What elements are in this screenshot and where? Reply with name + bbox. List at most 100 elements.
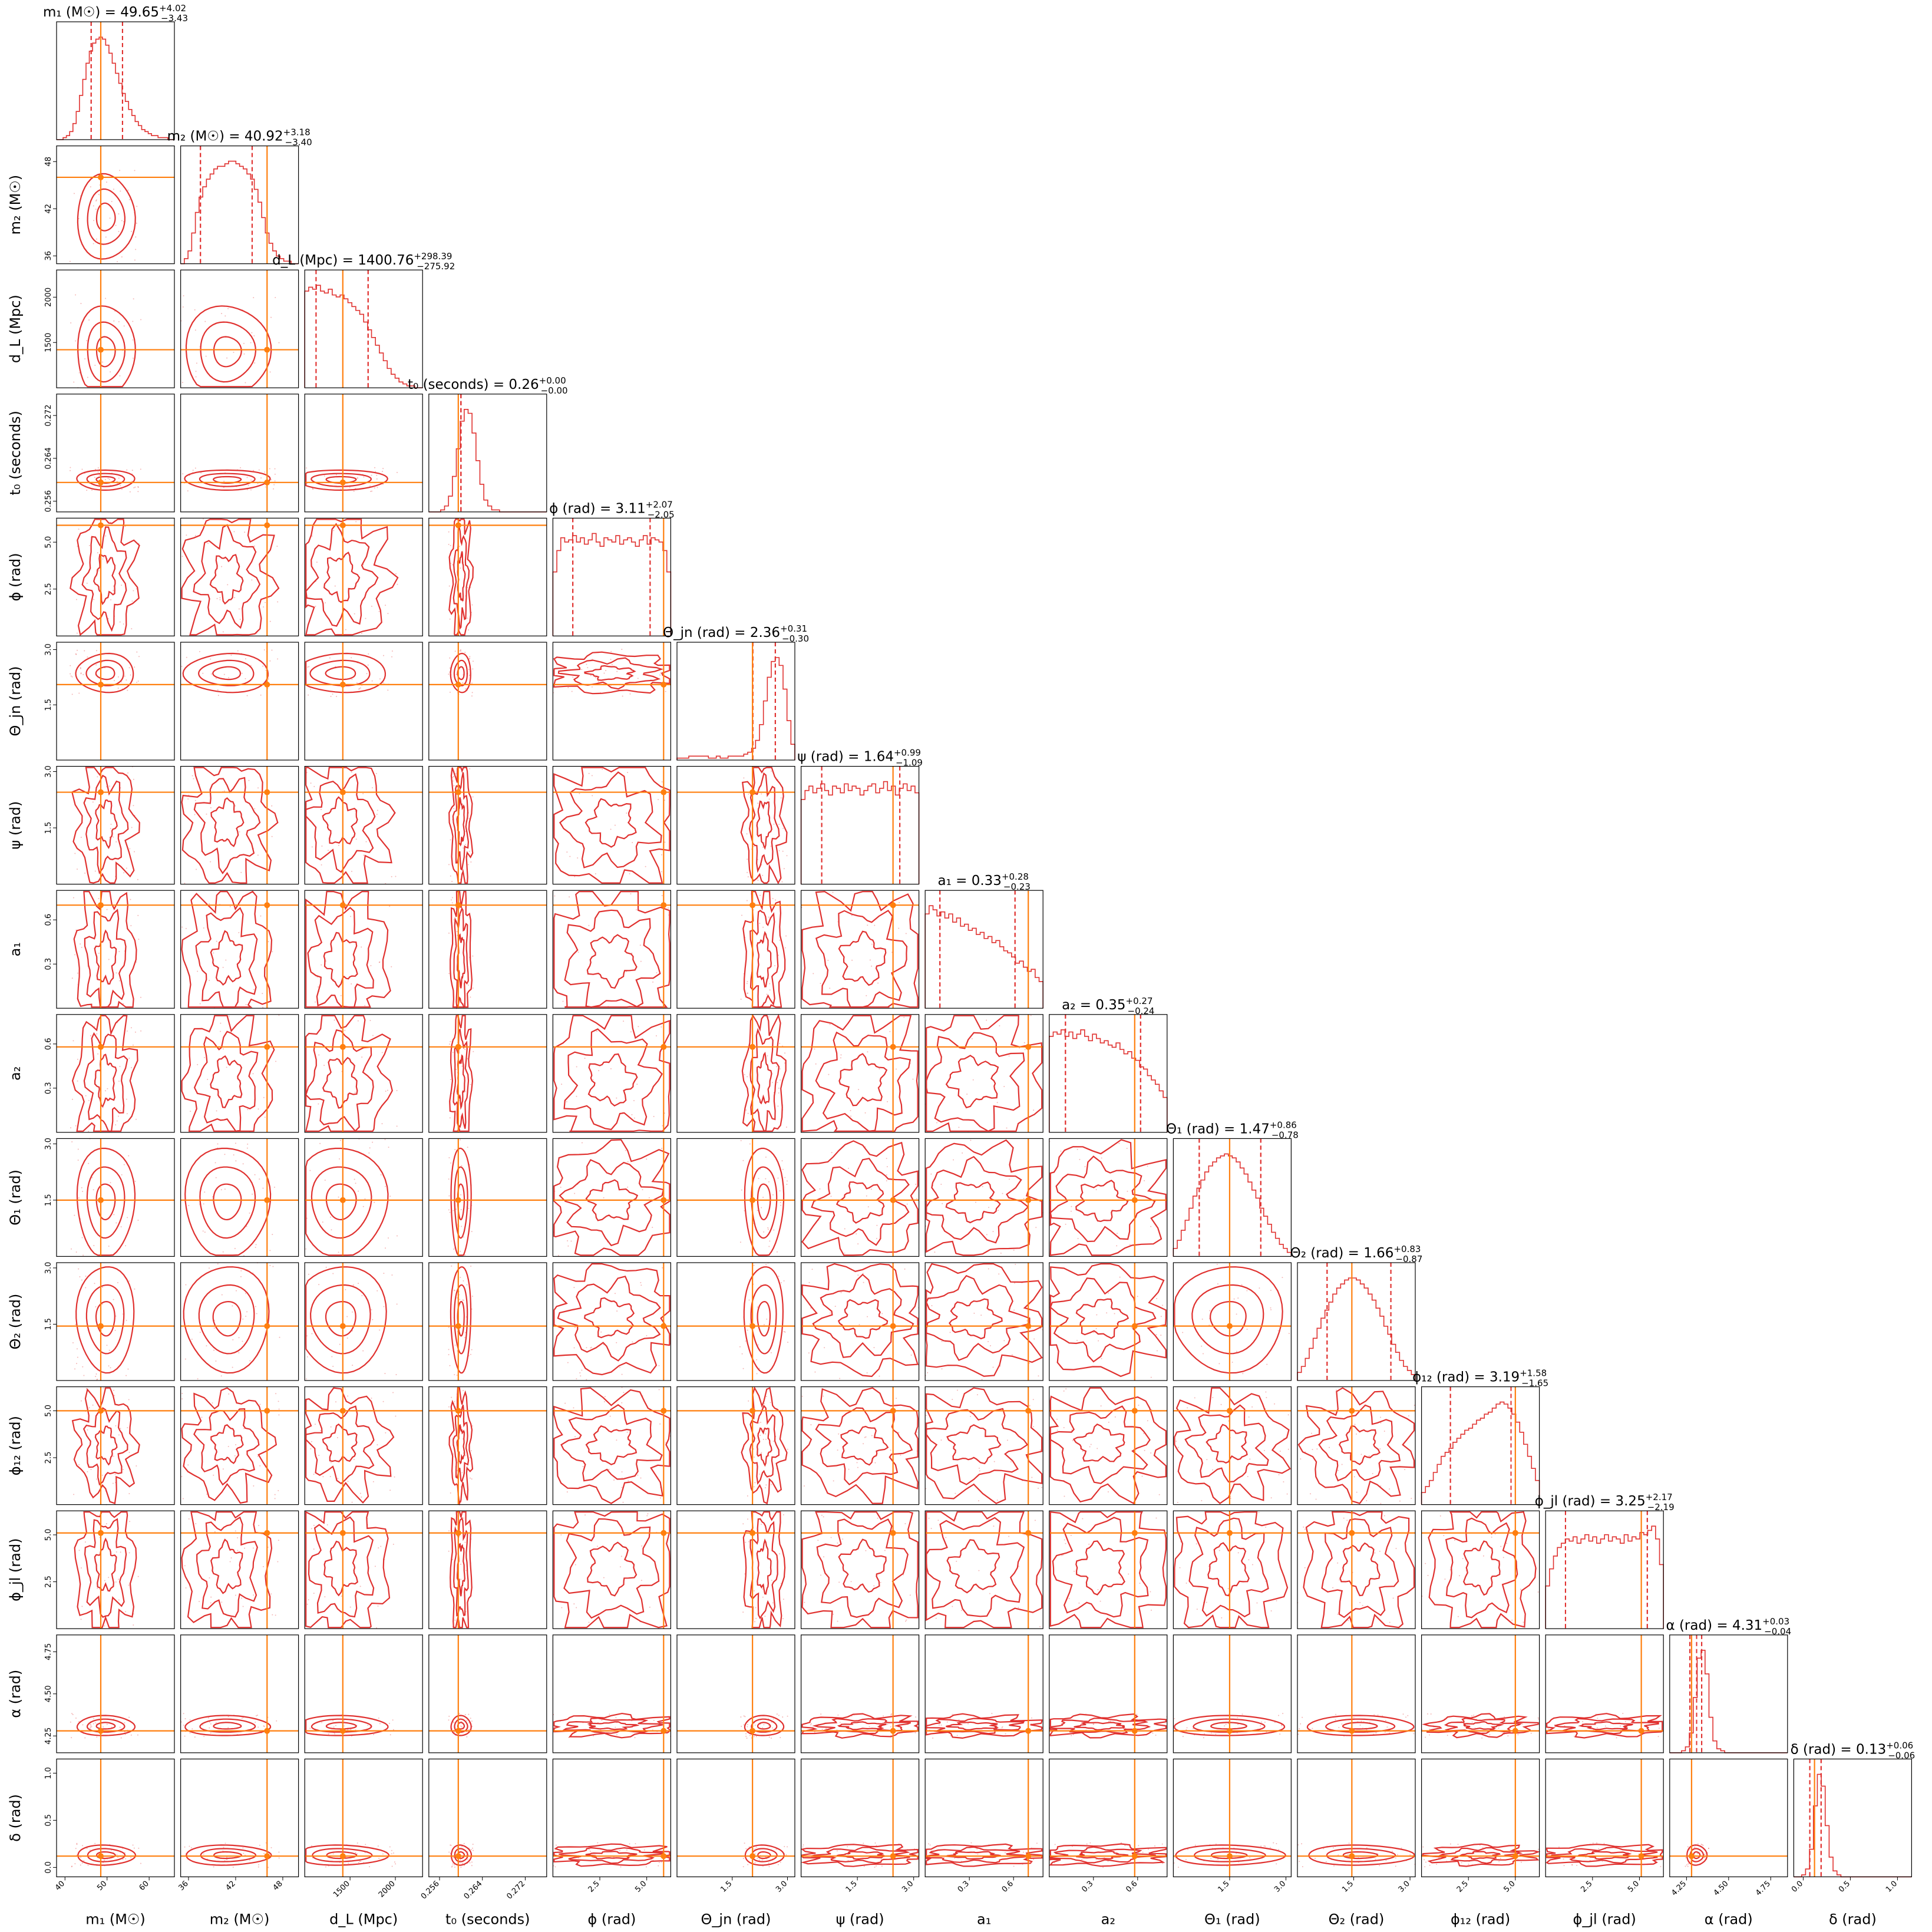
sample-point [856,1462,858,1464]
sample-point [754,1456,755,1458]
contour [305,469,388,491]
sample-point [188,1204,190,1206]
sample-point [1150,1452,1152,1454]
sample-point [603,1577,605,1578]
sample-point [368,1152,370,1154]
sample-point [137,486,139,488]
sample-point [84,650,85,652]
truth-marker [264,1728,270,1734]
x-tick-label: 0.3 [1080,1880,1095,1894]
truth-marker [264,522,270,529]
sample-point [95,1376,97,1378]
sample-point [85,1276,87,1277]
sample-point [136,206,138,207]
sample-point [747,1723,748,1725]
sample-point [1155,1735,1157,1736]
sample-point [96,1736,98,1738]
contour [75,652,134,693]
sample-point [128,1155,130,1157]
sample-point [333,530,335,531]
sample-point [950,1735,952,1737]
sample-point [339,1140,341,1141]
sample-point [467,1851,469,1853]
sample-point [469,1457,471,1458]
sample-point [1454,1540,1455,1541]
sample-point [108,478,110,480]
sample-point [658,1389,660,1391]
sample-point [99,1588,101,1590]
sample-point [1217,1858,1219,1860]
sample-point [470,1450,472,1452]
sample-point [659,1497,661,1499]
sample-point [1005,1733,1006,1735]
sample-point [642,1189,643,1191]
contour [453,1405,470,1483]
sample-point [988,1207,990,1208]
sample-point [311,1441,312,1442]
sample-point [87,377,88,378]
sample-point [311,846,313,848]
sample-point [784,1062,786,1064]
sample-point [1010,1461,1012,1463]
sample-point [1603,1842,1605,1844]
sample-point [767,1055,768,1057]
sample-point [1151,1409,1152,1411]
x-tick-label: 2.5 [1579,1880,1594,1894]
sample-point [1444,1578,1446,1580]
panel-m1-m1 [56,21,175,140]
sample-point [776,1713,778,1715]
sample-point [817,1540,819,1541]
sample-point [1187,1407,1188,1409]
sample-point [81,1237,83,1239]
sample-point [74,853,76,854]
contour [87,188,126,245]
contour [193,1408,260,1486]
sample-point [465,1332,467,1333]
sample-point [471,682,473,684]
sample-point [742,1866,744,1868]
sample-point [1090,1444,1092,1445]
sample-point [90,1726,91,1728]
sample-point [1558,1846,1560,1848]
sample-point [130,230,132,232]
sample-point [976,1848,978,1850]
sample-point [391,650,393,652]
sample-point [453,808,455,810]
sample-point [117,1115,119,1117]
sample-point [275,297,276,299]
sample-point [1401,1847,1402,1849]
sample-point [332,693,333,695]
sample-point [228,677,230,679]
sample-point [631,952,633,954]
sample-point [929,1299,931,1300]
sample-point [232,1366,233,1368]
sample-point [745,1733,747,1735]
sample-point [117,687,119,689]
sample-point [450,544,451,546]
sample-point [1237,1723,1239,1725]
sample-point [971,1038,973,1040]
sample-point [1249,1458,1251,1460]
sample-point [95,199,97,201]
panel-a1-t0 [428,890,547,1009]
sample-point [1236,1732,1238,1733]
contour [81,526,127,632]
sample-point [247,485,249,487]
sample-point [647,1513,649,1515]
x-axis-label-psi: ψ (rad) [836,1911,884,1927]
sample-point [275,1393,277,1395]
panel-frame [428,1386,547,1505]
contour [1550,1846,1658,1864]
sample-point [375,772,377,774]
sample-point [1596,1727,1598,1729]
sample-point [1657,1736,1659,1738]
sample-point [1700,1844,1702,1845]
panel-frame [428,517,547,637]
contour [95,336,116,368]
sample-point [344,1720,345,1722]
sample-point [316,562,318,563]
sample-point [1127,1190,1128,1192]
sample-point [382,1853,384,1855]
truth-marker [339,681,346,688]
sample-point [940,1439,942,1441]
